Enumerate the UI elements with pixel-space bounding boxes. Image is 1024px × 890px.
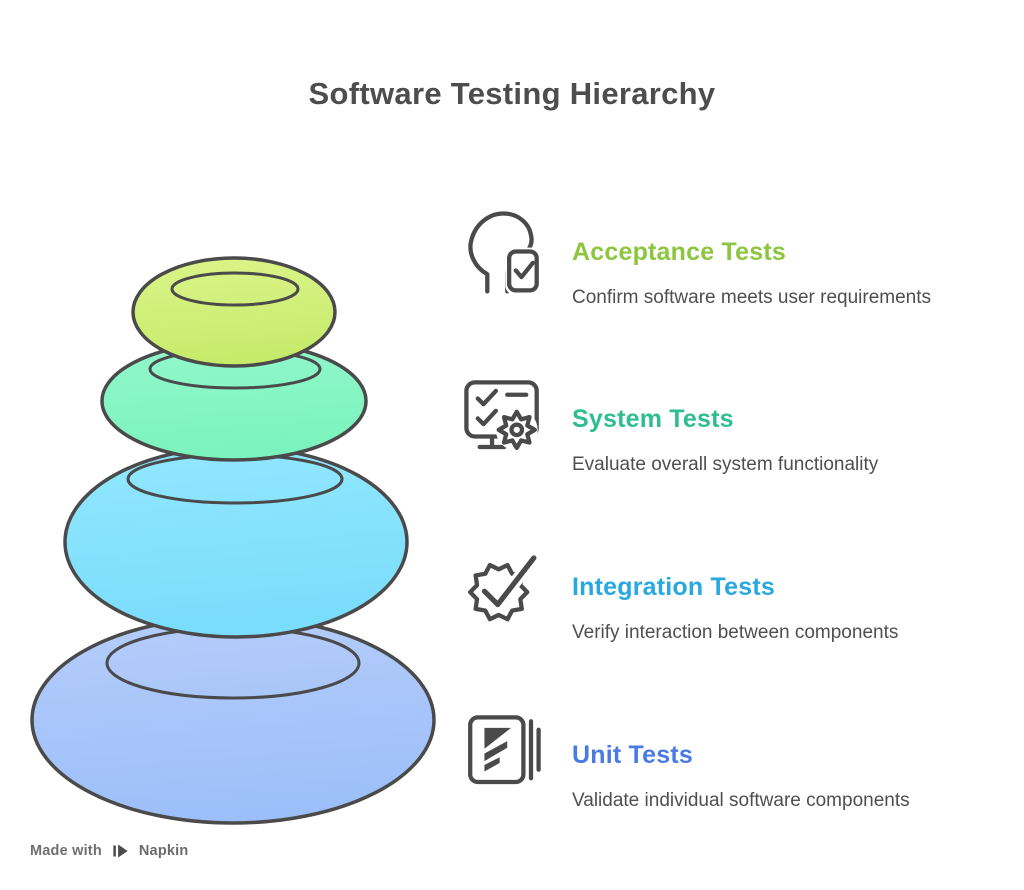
- stone-integration-tests: [63, 445, 409, 639]
- napkin-brand-label: Napkin: [138, 843, 189, 859]
- badge-check-icon: [455, 538, 550, 633]
- level-row-integration: Integration Tests Verify interaction bet…: [455, 538, 1000, 668]
- level-title-acceptance: Acceptance Tests: [572, 238, 786, 266]
- level-row-acceptance: Acceptance Tests Confirm software meets …: [455, 203, 1000, 333]
- level-description-system: Evaluate overall system functionality: [572, 454, 879, 475]
- stone-stack: [30, 256, 436, 825]
- made-with-napkin-credit: Made with Napkin: [30, 841, 188, 861]
- made-with-label: Made with: [30, 843, 102, 859]
- level-row-unit: Unit Tests Validate individual software …: [455, 706, 1000, 836]
- level-title-integration: Integration Tests: [572, 573, 775, 601]
- napkin-logo-icon: [113, 844, 128, 858]
- stone-acceptance-tests-rim: [170, 271, 300, 307]
- level-title-system: System Tests: [572, 405, 734, 433]
- stone-unit-tests: [30, 615, 436, 825]
- level-description-unit: Validate individual software components: [572, 790, 910, 811]
- level-description-integration: Verify interaction between components: [572, 622, 899, 643]
- stone-acceptance-tests: [131, 256, 337, 368]
- test-script-icon: [455, 706, 550, 801]
- level-row-system: System Tests Evaluate overall system fun…: [455, 370, 1000, 500]
- level-description-acceptance: Confirm software meets user requirements: [572, 287, 932, 308]
- level-title-unit: Unit Tests: [572, 741, 693, 769]
- user-check-icon: [455, 203, 550, 298]
- page-title: Software Testing Hierarchy: [308, 76, 716, 111]
- checklist-gear-icon: [455, 370, 550, 465]
